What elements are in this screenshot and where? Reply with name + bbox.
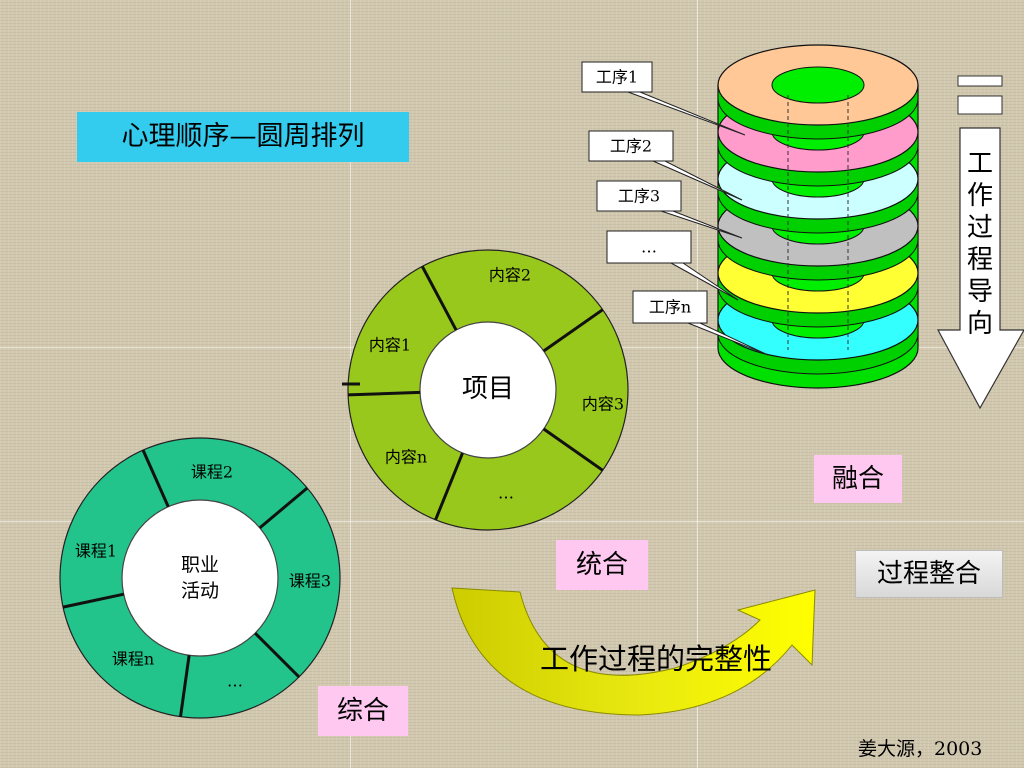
label-rong-he: 融合	[814, 455, 902, 503]
arrow-char: 导	[966, 277, 993, 307]
middle-ring-separator	[420, 265, 458, 331]
left-ring-segment-label: …	[227, 672, 243, 691]
author-credit: 姜大源，2003	[858, 738, 983, 760]
callout-label: 工序1	[596, 68, 638, 87]
left-ring-hole	[121, 499, 279, 657]
callout-label: …	[641, 238, 657, 257]
process-callouts: 工序1 工序2 工序3 … 工序n	[581, 61, 769, 356]
background-gridline	[697, 0, 698, 768]
page-title: 心理顺序—圆周排列	[77, 112, 409, 162]
arrow-char: 工	[966, 149, 993, 179]
middle-ring-segment-label: 内容n	[385, 448, 427, 467]
stack-ring-hole	[771, 66, 865, 104]
left-ring-segment-label: 课程2	[191, 463, 233, 482]
middle-ring-separator	[434, 452, 464, 521]
callout-box	[596, 180, 682, 212]
middle-ring-segment-label: 内容3	[582, 395, 624, 414]
left-ring-separator	[179, 655, 191, 717]
label-process-integration: 过程整合	[855, 550, 1003, 598]
curved-arrow	[451, 587, 816, 716]
left-ring-center-label: 职业	[181, 554, 219, 576]
left-ring-segment-label: 课程1	[75, 542, 117, 561]
callout-box	[581, 61, 653, 93]
callout-label: 工序n	[649, 298, 691, 317]
arrow-char: 过	[966, 213, 993, 243]
middle-ring-separator	[542, 308, 604, 353]
callout-box	[632, 290, 708, 324]
arrow-char: 作	[966, 181, 993, 211]
left-ring-separator	[258, 486, 309, 530]
middle-ring-center-label: 项目	[462, 374, 514, 404]
middle-ring-segment-label: 内容2	[489, 266, 531, 285]
left-ring-separator	[62, 592, 125, 609]
arrow-vertical-text: 工 作 过 程 导 向	[962, 148, 998, 340]
label-tong-he: 统合	[556, 540, 648, 590]
left-ring-separator	[254, 632, 301, 679]
middle-ring-segment-label: …	[498, 484, 514, 503]
arrow-caption: 工作过程的完整性	[540, 642, 773, 676]
left-ring-center-label: 活动	[181, 580, 219, 602]
callout-box	[606, 230, 692, 264]
middle-ring-separator	[348, 390, 421, 397]
left-ring-segment-label: 课程3	[289, 572, 331, 591]
middle-ring-separator	[542, 427, 604, 472]
label-zong-he: 综合	[318, 686, 408, 736]
middle-ring-segment-label: 内容1	[369, 336, 411, 355]
middle-content-ring: 内容1 内容2 内容3 … 内容n 项目	[342, 249, 629, 531]
process-stack	[717, 44, 919, 389]
arrow-char: 程	[966, 245, 993, 275]
callout-label: 工序3	[618, 187, 660, 206]
arrow-char: 向	[966, 309, 993, 339]
left-ring-segment-label: 课程n	[112, 650, 154, 669]
callout-box	[588, 130, 674, 162]
middle-ring-hole	[419, 321, 557, 459]
callout-label: 工序2	[610, 137, 652, 156]
down-arrow	[936, 75, 1024, 410]
left-ring-separator	[141, 449, 170, 508]
